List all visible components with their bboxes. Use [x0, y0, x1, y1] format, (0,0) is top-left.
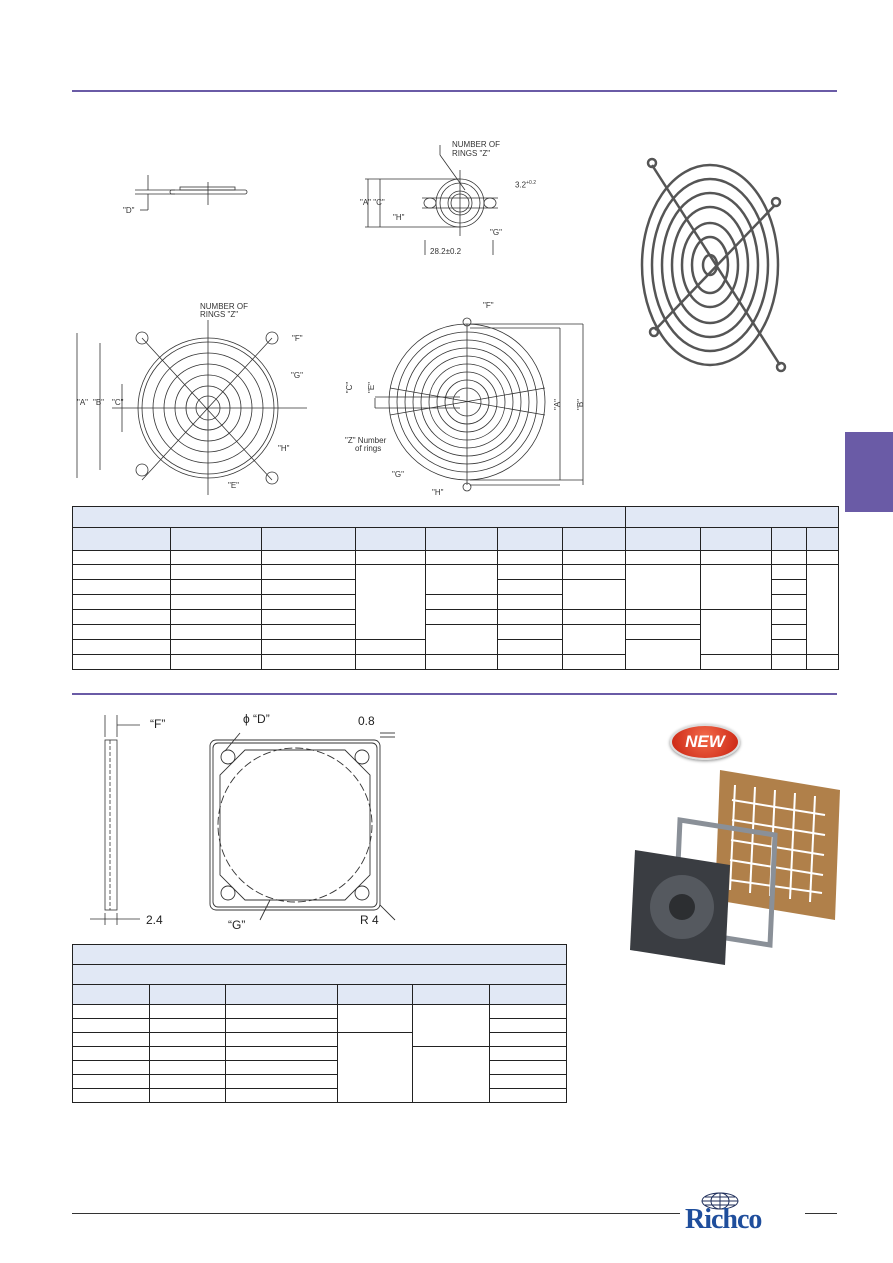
label-rings-1b: NUMBER OF: [200, 302, 248, 311]
label-a: "A": [77, 398, 89, 407]
ring-detail-drawing: [365, 145, 498, 255]
thickness-value: 3.2: [515, 180, 527, 190]
label-r4: R 4: [360, 913, 379, 927]
label-rings-1: NUMBER OF: [452, 140, 500, 149]
filter-side-drawing: [90, 715, 140, 925]
label-thickness: 3.2+0.2: [515, 180, 536, 190]
label-d: "D": [123, 206, 135, 215]
footer-rule-left: [72, 1213, 680, 1214]
label-a-c: "A" "C": [360, 198, 385, 207]
label-b: "B": [93, 398, 105, 407]
middle-rule: [72, 693, 837, 695]
label-e2: "E": [367, 381, 377, 394]
new-badge: NEW: [670, 724, 740, 760]
label-e: "E": [228, 481, 240, 490]
footer-rule-right: [805, 1213, 837, 1214]
label-filter-g: “G”: [228, 918, 246, 932]
grille-spec-table: [71, 506, 840, 670]
label-rings-2: RINGS "Z": [452, 149, 491, 158]
label-rings-2b: RINGS "Z": [200, 310, 239, 319]
label-c: "C": [112, 398, 124, 407]
label-filter-d: ϕ “D”: [243, 712, 270, 726]
fan-filter-kit-photo: [630, 770, 840, 965]
label-thickness-24: 2.4: [146, 913, 163, 927]
label-08: 0.8: [358, 714, 375, 728]
label-g2: "G": [291, 371, 303, 380]
side-view-drawing: [135, 175, 248, 211]
label-z1: "Z" Number: [345, 436, 387, 445]
filter-spec-table: [71, 944, 568, 1103]
label-c2: "C": [345, 381, 355, 394]
fan-guard-photo: [640, 157, 787, 373]
round-guard-drawing: [374, 317, 584, 492]
section-tab: [845, 432, 893, 512]
label-width: 28.2±0.2: [430, 247, 462, 256]
globe-icon: [701, 1192, 739, 1210]
label-g3: "G": [392, 470, 404, 479]
label-b2: "B": [576, 398, 586, 411]
label-a2: "A": [553, 398, 563, 411]
top-rule: [72, 90, 837, 92]
square-guard-drawing: [76, 320, 307, 495]
label-z2: of rings: [355, 444, 382, 453]
richco-logo: Richco: [685, 1204, 762, 1235]
label-filter-f: “F”: [150, 717, 166, 731]
label-f2: "F": [483, 301, 494, 310]
label-f: "F": [292, 334, 303, 343]
filter-front-drawing: [209, 732, 396, 921]
label-h3: "H": [432, 488, 444, 497]
label-g: "G": [490, 228, 502, 237]
thickness-tol: +0.2: [526, 180, 536, 186]
label-h: "H": [393, 213, 405, 222]
label-h2: "H": [278, 444, 290, 453]
